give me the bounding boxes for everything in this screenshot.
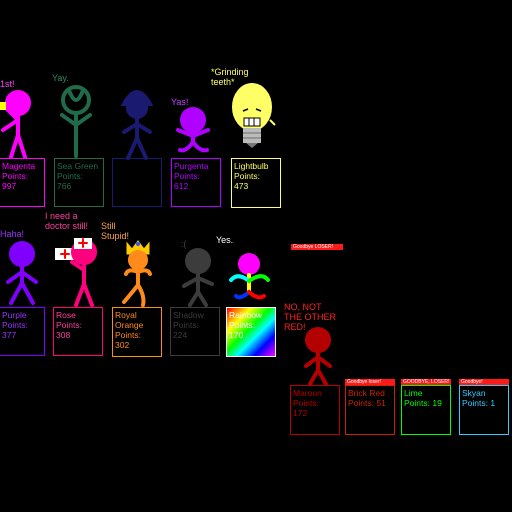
rose-character <box>55 238 97 307</box>
maroon-speech: NO, NOT THE OTHER RED! <box>284 302 337 332</box>
magenta-character <box>0 90 31 159</box>
points-label: Points: <box>234 171 260 181</box>
purgenta-speech: Yas! <box>171 97 189 107</box>
points-label: Points: <box>57 171 83 181</box>
navy-score-card <box>112 158 162 207</box>
points-value: 1 <box>490 398 496 408</box>
shadow-character <box>182 248 214 307</box>
lightbulb-character <box>232 83 276 148</box>
points-value: 302 <box>115 340 130 350</box>
points-label: Points: <box>293 398 319 408</box>
points-label: Points: <box>229 320 255 330</box>
points-value: 473 <box>234 181 249 191</box>
points-value: 377 <box>2 330 17 340</box>
contestant-name: Skyan <box>462 388 486 398</box>
contestant-name: Purple <box>2 310 27 320</box>
contestant-name: Purgenta <box>174 161 209 171</box>
sea-green-character <box>60 85 92 158</box>
points-value: 997 <box>2 181 17 191</box>
sea-green-speech: Yay. <box>52 73 69 83</box>
contestant-name: Magenta <box>2 161 36 171</box>
points-value: 51 <box>376 398 386 408</box>
goodbye-lime-banner: GOODBYE, LOSER! <box>401 379 451 385</box>
contestant-name: Brick Red <box>348 388 385 398</box>
goodbye-skyan-banner: Goodbye! <box>459 379 509 385</box>
points-label: Points: <box>348 398 377 408</box>
navy-character <box>120 90 154 160</box>
goodbye-loser-banner: Goodbye LOSER! <box>291 244 343 250</box>
maroon-score-card: Maroon Points:172 <box>290 385 340 435</box>
points-label: Points: <box>2 320 28 330</box>
rainbow-score-card: Rainbow Points:170 <box>226 307 276 357</box>
points-value: 308 <box>56 330 71 340</box>
sea-green-score-card: Sea Green Points:766 <box>54 158 104 207</box>
points-label: Points: <box>2 171 28 181</box>
contestant-name: Maroon <box>293 388 322 398</box>
contestant-name: Royal Orange <box>115 310 144 330</box>
rose-score-card: Rose Points:308 <box>53 307 103 356</box>
points-label: Points: <box>115 330 141 340</box>
contestant-name: Rose <box>56 310 76 320</box>
contestant-name: Rainbow <box>229 310 263 320</box>
points-label: Points: <box>174 171 200 181</box>
shadow-speech: :( <box>181 239 187 249</box>
points-value: 170 <box>229 330 244 340</box>
points-label: Points: <box>404 398 433 408</box>
points-value: 766 <box>57 181 72 191</box>
points-value: 224 <box>173 330 188 340</box>
brick-red-score-card: Brick Red Points: 51 <box>345 385 395 435</box>
royal-orange-character <box>122 240 152 307</box>
royal-orange-speech: Still Stupid! <box>101 221 130 241</box>
points-value: 612 <box>174 181 189 191</box>
points-value: 172 <box>293 408 308 418</box>
points-label: Points: <box>173 320 199 330</box>
contestant-name: Lightbulb <box>234 161 269 171</box>
purple-speech: Haha! <box>0 229 25 239</box>
points-value: 19 <box>432 398 442 408</box>
skyan-score-card: Skyan Points: 1 <box>459 385 509 435</box>
rose-speech: I need a doctor still! <box>45 211 89 231</box>
lightbulb-score-card: Lightbulb Points:473 <box>231 158 281 208</box>
lightbulb-speech: *Grinding teeth* <box>211 67 249 87</box>
purgenta-character <box>176 107 210 153</box>
magenta-score-card: Magenta Points:997 <box>0 158 45 207</box>
contestant-name: Lime <box>404 388 423 398</box>
rainbow-character <box>229 253 270 300</box>
rainbow-speech: Yes. <box>216 235 234 245</box>
purgenta-score-card: Purgenta Points:612 <box>171 158 221 207</box>
shadow-score-card: Shadow Points:224 <box>170 307 220 356</box>
royal-orange-score-card: Royal Orange Points:302 <box>112 307 162 357</box>
magenta-speech: 1st! <box>0 79 15 89</box>
purple-character <box>6 241 38 305</box>
contestant-name: Shadow <box>173 310 204 320</box>
lime-score-card: Lime Points: 19 <box>401 385 451 435</box>
points-label: Points: <box>462 398 491 408</box>
contestant-name: Sea Green <box>57 161 99 171</box>
purple-score-card: Purple Points:377 <box>0 307 45 356</box>
points-label: Points: <box>56 320 82 330</box>
maroon-character <box>304 327 332 386</box>
goodbye-brick-banner: Goodbye loser! <box>345 379 395 385</box>
